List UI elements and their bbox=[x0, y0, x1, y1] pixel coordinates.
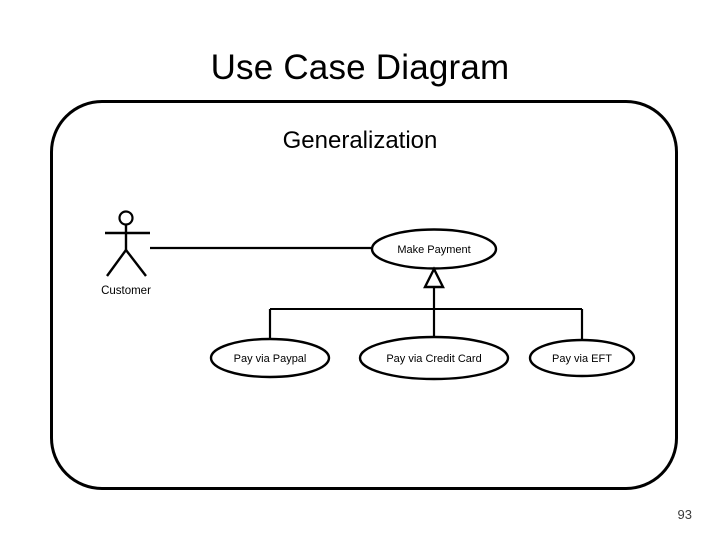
actor-label: Customer bbox=[101, 285, 151, 297]
actor-leg-left-icon bbox=[106, 249, 127, 277]
generalization-arrowhead-icon bbox=[423, 266, 445, 289]
use-case-label: Make Payment bbox=[397, 244, 470, 256]
page-title: Use Case Diagram bbox=[210, 48, 510, 87]
use-case-pay-via-paypal[interactable]: Pay via Paypal bbox=[209, 337, 331, 379]
use-case-ellipse bbox=[528, 338, 636, 378]
use-case-label: Pay via Paypal bbox=[234, 353, 307, 365]
use-case-label: Pay via EFT bbox=[552, 353, 612, 365]
use-case-label: Pay via Credit Card bbox=[386, 353, 481, 365]
actor-head-icon bbox=[118, 210, 134, 226]
use-case-pay-via-eft[interactable]: Pay via EFT bbox=[528, 338, 636, 378]
diagram-subtitle: Generalization bbox=[282, 127, 438, 154]
actor-leg-right-icon bbox=[125, 249, 147, 277]
use-case-ellipse bbox=[358, 335, 510, 381]
page-number: 93 bbox=[677, 507, 692, 522]
use-case-ellipse bbox=[209, 337, 331, 379]
generalization-connector bbox=[268, 287, 584, 344]
use-case-make-payment[interactable]: Make Payment bbox=[370, 228, 498, 270]
diagram-frame bbox=[50, 100, 678, 490]
actor-customer[interactable]: Customer bbox=[101, 210, 151, 298]
use-case-pay-via-credit-card[interactable]: Pay via Credit Card bbox=[358, 335, 510, 381]
